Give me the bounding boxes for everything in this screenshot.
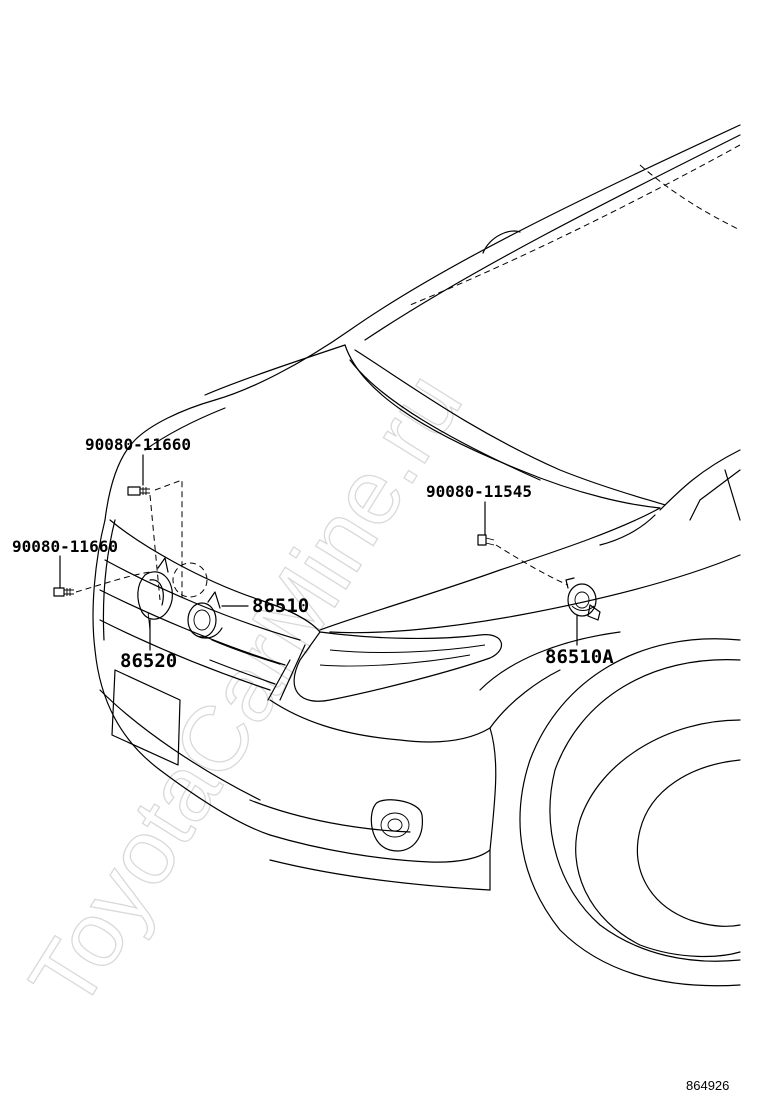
label-bolt-left: 90080-11660 — [12, 537, 118, 556]
bolt-left-icon — [53, 587, 74, 597]
label-horn-high: 86510 — [252, 595, 309, 617]
illustration-number: 864926 — [686, 1078, 729, 1093]
label-horn-low: 86520 — [120, 650, 177, 672]
horn-high-icon — [187, 591, 223, 639]
label-bolt-upper: 90080-11660 — [85, 435, 191, 454]
horn-low-icon — [137, 557, 173, 631]
label-bolt-right: 90080-11545 — [426, 482, 532, 501]
bolt-upper-icon — [127, 486, 150, 496]
bolt-right-icon — [477, 534, 495, 546]
horn-side-icon — [565, 577, 601, 621]
vehicle-outline — [92, 124, 741, 987]
label-horn-side: 86510A — [545, 646, 614, 668]
watermark-text: ToyotaCarMine.ru — [10, 356, 481, 1026]
